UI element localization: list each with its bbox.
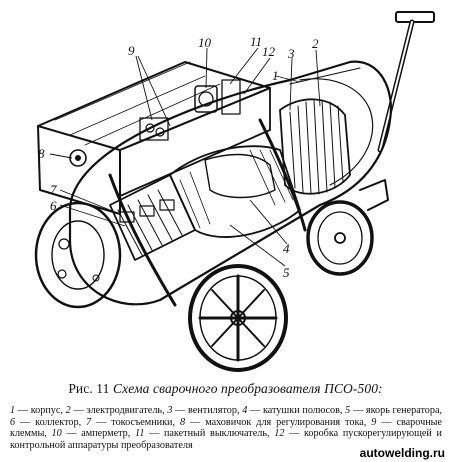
legend-item: 10 — амперметр, [51,428,131,440]
callout-4: 4 [283,241,290,256]
figure-title: Схема сварочного преобразователя ПСО-500… [113,381,383,396]
callout-7: 7 [50,182,57,197]
legend-item: 1 — корпус, [10,405,63,416]
parts-legend: 1 — корпус, 2 — электродвигатель, 3 — ве… [10,405,442,451]
housing-body [68,60,393,306]
legend-item: 7 — токосъемники, [86,416,176,428]
callout-10: 10 [198,35,212,50]
legend-item: 2 — электродвигатель, [65,405,165,416]
welding-converter-drawing: 9 10 11 12 3 2 1 8 7 6 4 5 [34,11,435,372]
collector [109,174,196,261]
tow-handle [377,11,435,153]
wheel-rear [306,179,389,276]
callout-11: 11 [250,34,262,49]
site-watermark: autowelding.ru [359,446,445,460]
callout-6: 6 [50,198,57,213]
figure-caption: Рис. 11 Схема сварочного преобразователя… [0,381,451,397]
legend-item: 9 — сварочные клеммы, [10,416,443,440]
figure-number: Рис. 11 [68,381,110,396]
callout-leaders [49,47,321,267]
callout-3: 3 [287,46,295,61]
callout-9: 9 [128,43,135,58]
straps [108,118,307,307]
legend-item: 12 — коробка пускорегулирующей и контрол… [10,428,443,451]
legend-item: 8 — маховичок для регулирования тока, [180,416,367,428]
legend-item: 3 — вентилятор, [167,405,240,416]
control-box [37,61,271,215]
callout-1: 1 [272,68,279,83]
end-cap [34,201,122,309]
callout-12: 12 [262,44,276,59]
callout-2: 2 [312,36,319,51]
callout-8: 8 [38,146,45,161]
legend-item: 4 — катушки полюсов, [242,405,343,416]
fan-motor [279,98,351,195]
legend-item: 5 — якорь генератора, [345,405,443,416]
armature [169,145,301,238]
callout-5: 5 [283,265,290,280]
legend-item: 6 — коллектор, [10,416,82,428]
legend-item: 11 — пакетный выключатель, [134,428,270,440]
wheel-front [188,264,288,372]
